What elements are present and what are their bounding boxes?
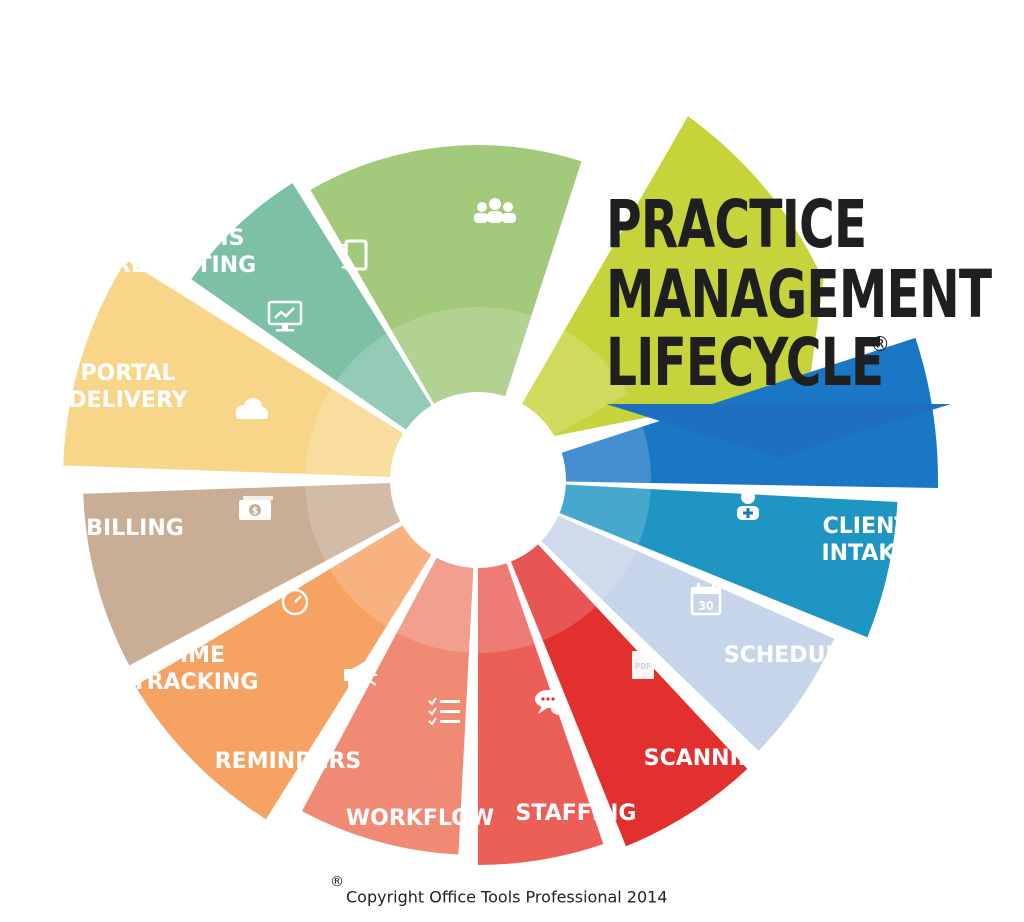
copyright-text: Copyright Office Tools Professional 2014 — [346, 887, 668, 907]
segment-highlight-scanning — [541, 515, 637, 601]
segment-highlight-scheduling — [559, 484, 651, 545]
people-icon — [474, 198, 516, 223]
segment-highlight-staffing — [510, 544, 596, 641]
segment-reminders — [301, 557, 474, 855]
segment-label-workflow: WORKFLOW — [346, 806, 494, 831]
segment-highlight-analysis — [336, 333, 432, 430]
segment-label-staffing: STAFFING — [516, 801, 637, 826]
segment-label-line: SCANNING — [644, 746, 775, 771]
segment-label-line: TRACKING — [132, 670, 259, 695]
segment-crm — [310, 145, 582, 404]
pdf-icon: PDF — [632, 651, 654, 679]
segment-label-scheduling: SCHEDULING — [724, 643, 884, 668]
megaphone-icon — [344, 661, 377, 690]
segment-label-scanning: SCANNING — [644, 746, 775, 771]
segment-label-billing: BILLING — [86, 516, 184, 541]
segment-label-reminders: REMINDERS — [215, 749, 362, 774]
segment-label-line: PORTAL — [80, 361, 175, 386]
segment-label-line: DELIVERY — [68, 388, 188, 413]
title-line-1: PRACTICE — [606, 186, 867, 263]
stopwatch-icon — [281, 585, 309, 616]
cloud-icon — [236, 398, 268, 419]
segment-highlight-crm — [391, 307, 532, 404]
segment-label-line: REMINDERS — [215, 749, 362, 774]
title-line-2: MANAGEMENT — [606, 256, 992, 333]
money-icon: $ — [239, 496, 273, 520]
segment-label-line: ANALYSIS — [126, 226, 245, 251]
down-arrow-icon — [606, 404, 951, 458]
segment-label-line: REPORTING — [114, 253, 256, 278]
checklist-icon — [428, 697, 460, 726]
segment-highlight-portal — [305, 388, 404, 477]
calendar-day-label: 30 — [698, 599, 713, 613]
svg-text:$: $ — [252, 506, 258, 517]
segment-label-line: NEW CLIENTS — [366, 93, 534, 118]
segment-label-line: INTAKE — [822, 541, 911, 566]
segment-label-line: CLIENT — [823, 514, 910, 539]
chat-icon — [535, 690, 569, 715]
segment-staffing — [510, 544, 748, 847]
segment-highlight-reminders — [396, 557, 474, 653]
segment-label-line: SCHEDULING — [724, 643, 884, 668]
segment-highlight-billing — [305, 483, 401, 562]
svg-text:PDF: PDF — [635, 662, 651, 671]
segment-highlight-workflow — [478, 563, 535, 653]
segment-label-line: CRM — [258, 136, 313, 161]
segment-highlight-time — [329, 525, 432, 627]
registered-mark: ® — [870, 332, 890, 356]
segment-label-line: TIME — [165, 643, 225, 668]
segment-highlight-prospecting — [522, 330, 628, 436]
segment-analysis — [191, 183, 432, 430]
segment-workflow — [478, 563, 604, 865]
wheel-hub — [392, 394, 564, 566]
add-user-icon — [737, 490, 759, 520]
title-line-3: LIFECYCLE — [606, 324, 884, 401]
calendar-icon: 30 — [690, 583, 722, 616]
segment-portal — [63, 260, 404, 477]
segment-highlight-intake — [561, 426, 651, 484]
segment-prospecting — [522, 116, 824, 436]
segment-billing — [83, 483, 401, 666]
monitor-chart-icon — [267, 300, 303, 332]
segment-label-line: BILLING — [86, 516, 184, 541]
segment-label-crm: CRM — [258, 136, 313, 161]
copyright-notice: ®Copyright Office Tools Professional 201… — [330, 874, 668, 907]
copyright-mark: ® — [330, 874, 344, 890]
segment-scanning — [541, 515, 835, 751]
segment-label-line: PROSPECTING — [363, 66, 538, 91]
segment-label-line: STAFFING — [516, 801, 637, 826]
segment-scheduling — [559, 484, 898, 638]
segment-time — [135, 525, 432, 820]
notebook-icon — [342, 239, 368, 271]
segment-label-line: WORKFLOW — [346, 806, 494, 831]
